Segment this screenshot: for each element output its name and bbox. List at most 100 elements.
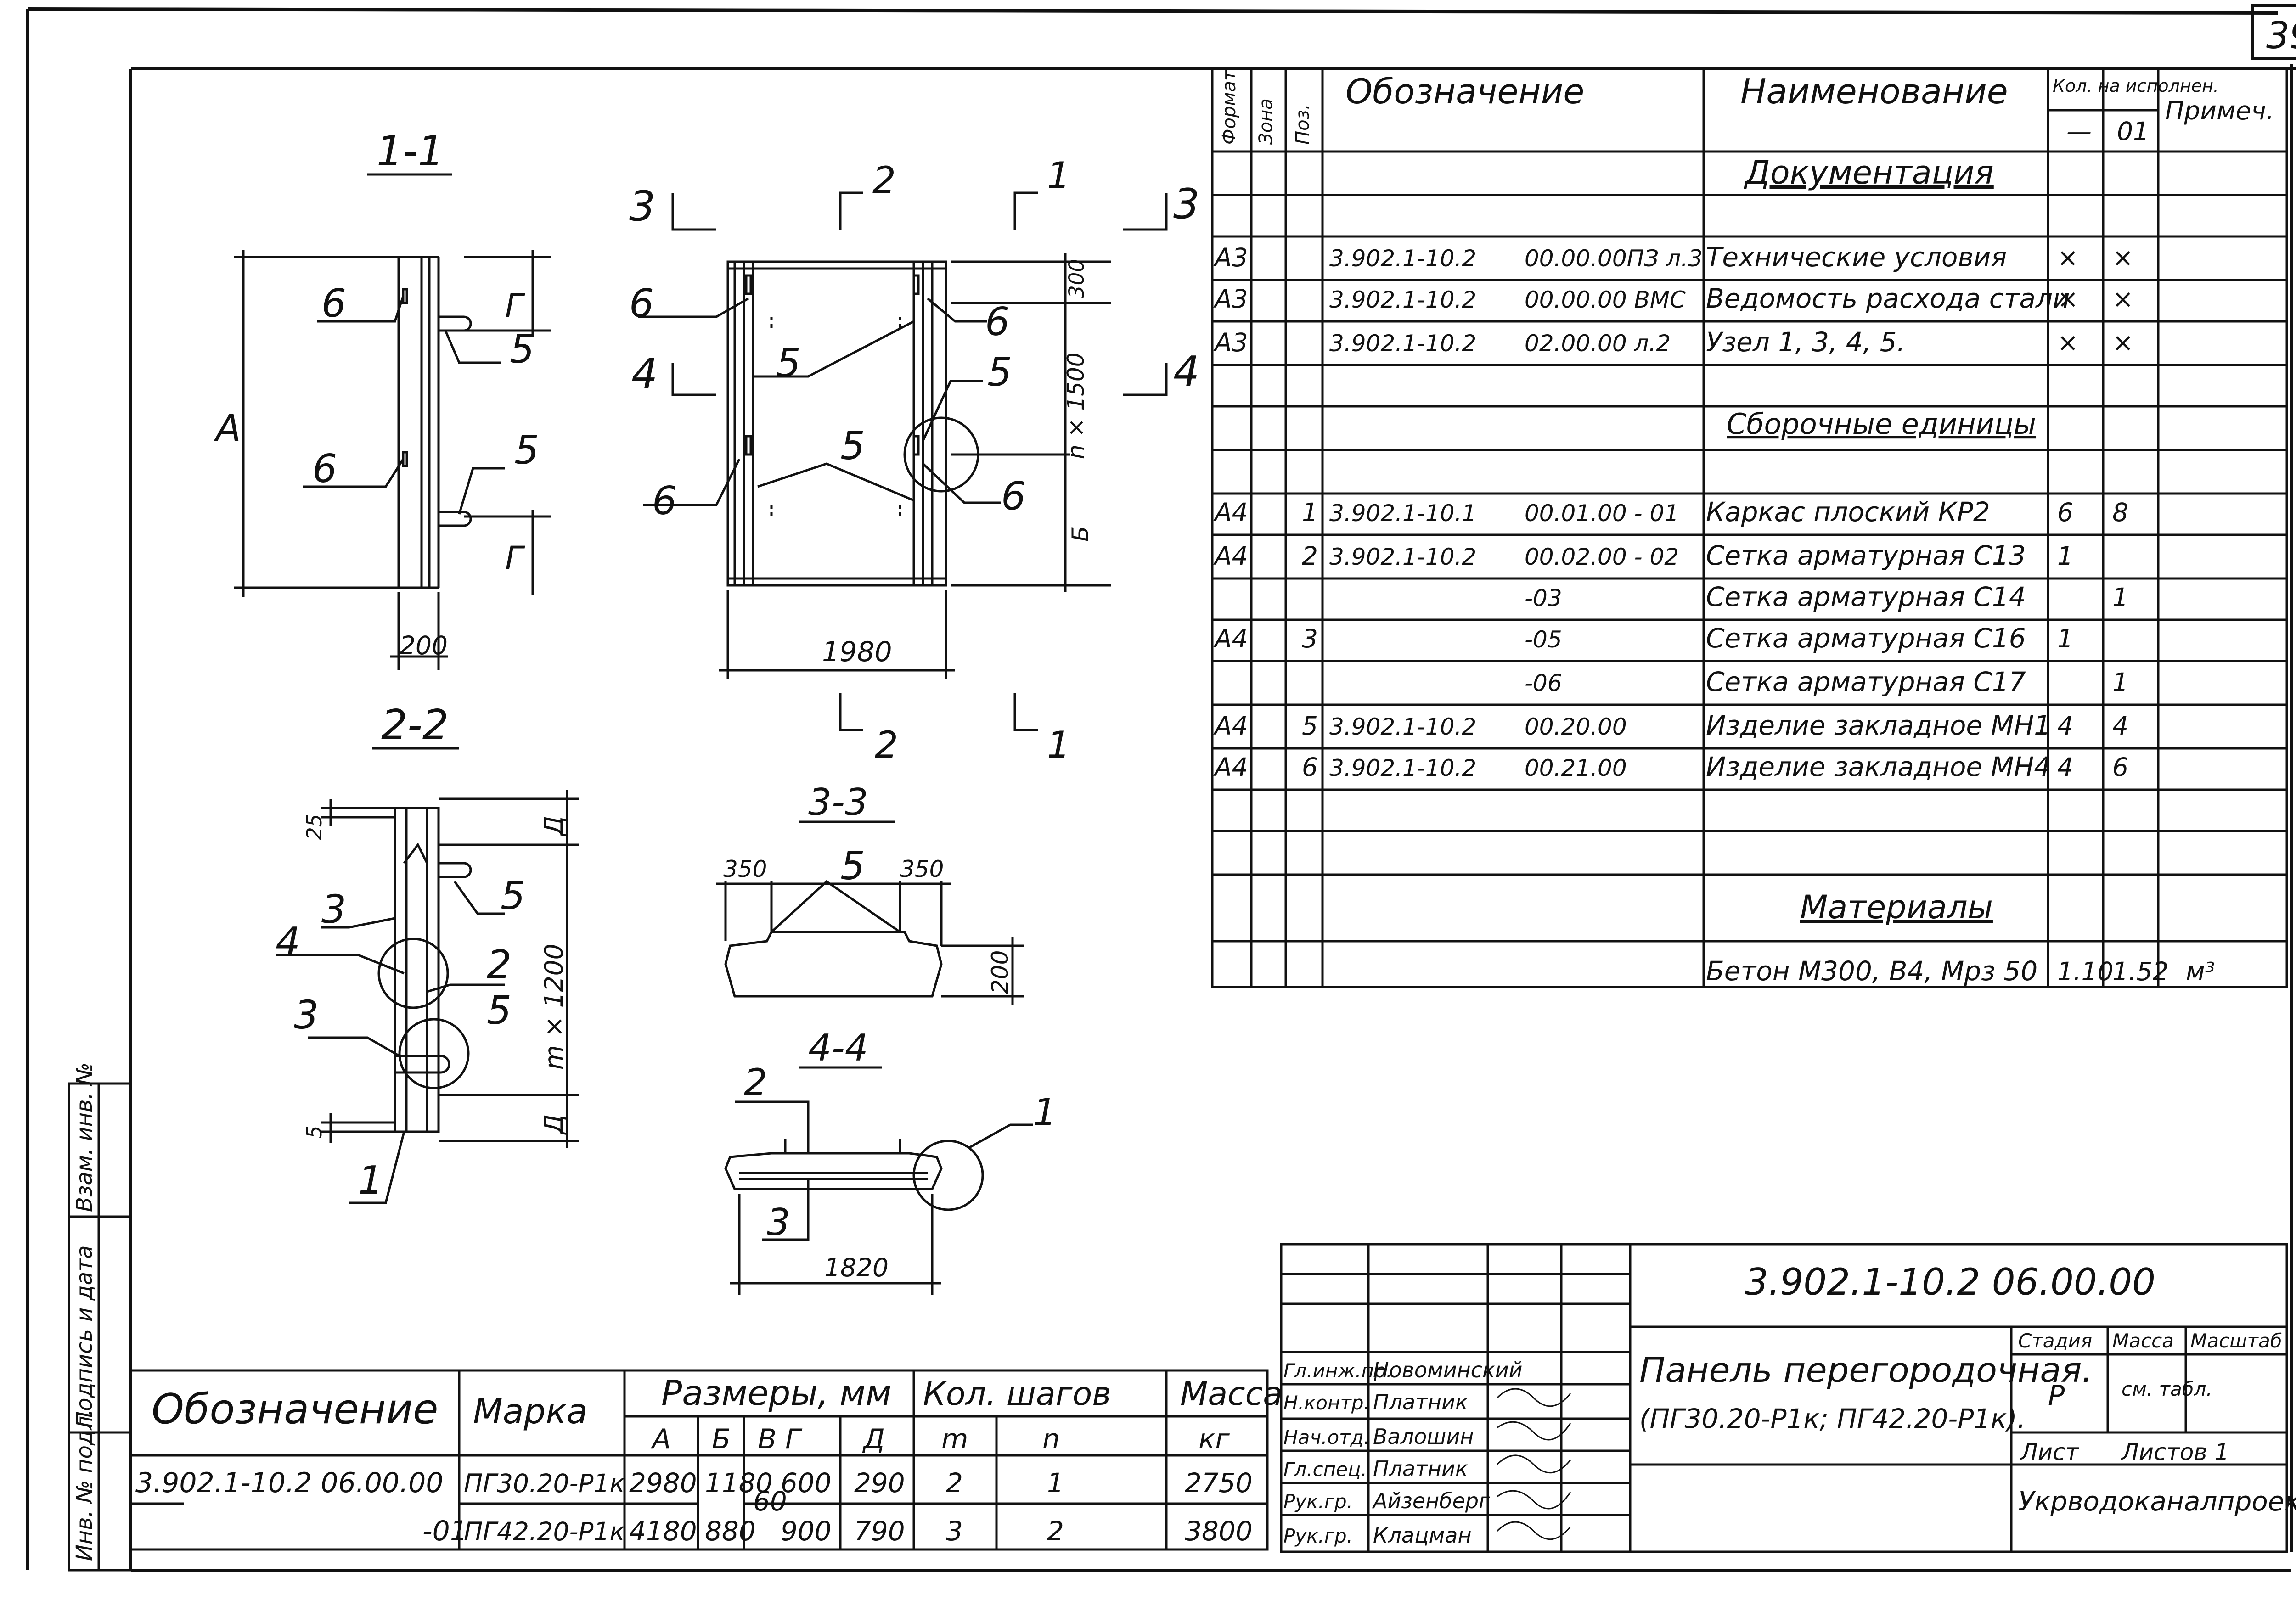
spec-row-qty-2: 1 (2112, 668, 2128, 697)
view-3-3-dim-350b: 350 (900, 856, 944, 882)
title-block-role: Рук.гр. (1283, 1525, 1353, 1547)
spec-row-designation-1: 3.902.1-10.2 (1329, 544, 1476, 570)
marks-row-mass: 3800 (1185, 1516, 1253, 1547)
spec-row-name: Сетка арматурная С16 (1706, 623, 2026, 654)
spec-row-qty-2: 8 (2112, 498, 2128, 527)
marks-row-designation: 3.902.1-10.2 06.00.00 (135, 1467, 444, 1499)
marks-row-mark: ПГ42.20-Р1к (464, 1517, 625, 1546)
view-2-2-dim-25: 25 (302, 814, 326, 840)
view-2-2-pos-5b: 5 (487, 988, 512, 1033)
spec-row-pos: 1 (1302, 498, 1318, 527)
marks-header-mass: Масса (1180, 1375, 1283, 1413)
section-mark-2b: 2 (875, 724, 898, 766)
spec-header-pos: Поз. (1292, 104, 1313, 145)
marks-header-v: В (758, 1423, 777, 1455)
spec-row-designation-1: 3.902.1-10.2 (1329, 286, 1476, 313)
view-1-1-pos-6a: 6 (321, 281, 346, 326)
side-stamp-sign: Подпись и дата (72, 1245, 97, 1428)
view-2-2: 2-2 25 (276, 701, 579, 1204)
spec-header-qty: Кол. на исполнен. (2053, 76, 2219, 96)
view-1-1-dim-g2: Г (505, 539, 525, 577)
spec-row-qty-2: 1.52 (2112, 957, 2168, 986)
title-block-code: 3.902.1-10.2 06.00.00 (1745, 1261, 2155, 1303)
marks-header-n: n (1042, 1423, 1060, 1455)
spec-row-format: А3 (1213, 243, 1248, 272)
view-3-3-pos-5: 5 (840, 843, 865, 889)
marks-row-d: 290 (854, 1467, 905, 1499)
spec-row-qty-2: 6 (2112, 752, 2128, 782)
marks-header-designation: Обозначение (152, 1385, 439, 1433)
view-2-2-pos-3b: 3 (294, 993, 319, 1038)
spec-row-name: Сетка арматурная С13 (1706, 540, 2026, 571)
spec-row-qty-2: × (2112, 328, 2133, 357)
view-4-4-pos-1: 1 (1033, 1091, 1057, 1134)
marks-header-d: Д (862, 1423, 885, 1455)
title-block-sheet-label: Лист (2020, 1439, 2080, 1465)
spec-row-name: Изделие закладное МН1 (1706, 710, 2051, 741)
view-2-2-pos-1: 1 (358, 1158, 383, 1203)
title-block-person: Клацман (1373, 1523, 1472, 1548)
view-2-2-title: 2-2 (381, 701, 449, 749)
view-2-2-pos-3a: 3 (321, 887, 346, 932)
spec-row-format: А4 (1213, 541, 1248, 571)
spec-row-qty-1: × (2057, 284, 2078, 314)
view-2-2-dim-d-top: Д (539, 816, 568, 837)
view-3-3-dim-350a: 350 (723, 856, 767, 882)
title-block-person: Айзенберг (1372, 1488, 1490, 1513)
marks-header-steps: Кол. шагов (923, 1375, 1111, 1413)
view-1-1-pos-5b: 5 (514, 428, 539, 473)
spec-row-format: А4 (1213, 624, 1248, 653)
section-mark-1b: 1 (1047, 724, 1070, 766)
title-block-org: Укрводоканалпроект (2018, 1486, 2296, 1517)
view-1-1-title: 1-1 (377, 127, 444, 175)
title-block: 3.902.1-10.2 06.00.00 Панель перегородоч… (1280, 1243, 2296, 1553)
spec-row-name: Технические условия (1706, 241, 2007, 273)
spec-row-format: А3 (1213, 328, 1248, 357)
spec-row-designation-2: -05 (1525, 626, 1562, 653)
view-1-1-pos-6b: 6 (312, 446, 337, 492)
spec-row-qty-2: 4 (2112, 711, 2128, 741)
spec-row-designation-2: -06 (1525, 670, 1562, 696)
spec-row-qty-1: 1 (2057, 624, 2073, 653)
marks-row-b: 880 (705, 1516, 756, 1547)
title-block-name-line1: Панель перегородочная. (1639, 1350, 2093, 1390)
marks-header-m: m (941, 1423, 968, 1455)
spec-row-designation-2: 00.02.00 - 02 (1525, 544, 1679, 570)
spec-header-name: Наименование (1740, 71, 2008, 112)
view-1-1-dim-g1: Г (505, 287, 525, 325)
spec-row-designation-2: 00.20.00 (1525, 713, 1627, 740)
sheet-frame (26, 4, 2296, 1570)
spec-row-qty-2: × (2112, 243, 2133, 272)
marks-row-b: 1180 (705, 1467, 773, 1499)
marks-table: Обозначение Марка Размеры, мм А Б В Г Д … (129, 1369, 1283, 1551)
section-mark-4a: 4 (631, 350, 658, 398)
spec-row-designation-1: 3.902.1-10.2 (1329, 713, 1476, 740)
spec-row-designation-1: 3.902.1-10.1 (1329, 500, 1476, 527)
spec-row-qty-1: × (2057, 328, 2078, 357)
title-block-scale-label: Масштаб (2190, 1330, 2282, 1352)
marks-row-m: 2 (946, 1467, 963, 1499)
title-block-person: Платник (1373, 1390, 1468, 1415)
elev-pos-6b: 6 (985, 299, 1010, 345)
view-3-3: 3-3 350 350 200 5 (716, 781, 1024, 1005)
spec-header-note: Примеч. (2165, 96, 2274, 125)
section-mark-3b: 3 (1173, 180, 1199, 228)
spec-header-qty-a: — (2066, 117, 2092, 146)
marks-row-mass: 2750 (1185, 1467, 1253, 1499)
marks-header-kg: кг (1199, 1423, 1230, 1455)
view-1-1: 1-1 (214, 127, 551, 670)
section-mark-3a: 3 (629, 182, 655, 230)
title-block-role: Гл.спец. (1283, 1458, 1367, 1481)
spec-row-name: Ведомость расхода стали (1706, 283, 2070, 314)
spec-row-qty-1: 6 (2057, 498, 2073, 527)
title-block-role: Нач.отд. (1283, 1426, 1370, 1448)
marks-header-mark: Марка (473, 1391, 588, 1432)
marks-row-designation: -01 (422, 1515, 467, 1547)
spec-row-name: Сетка арматурная С17 (1706, 666, 2026, 697)
spec-row-designation-2: -03 (1525, 585, 1562, 612)
spec-row-designation-1: 3.902.1-10.2 (1329, 755, 1476, 781)
elev-pos-5a: 5 (776, 341, 801, 386)
marks-row-g: 600 (781, 1467, 832, 1499)
